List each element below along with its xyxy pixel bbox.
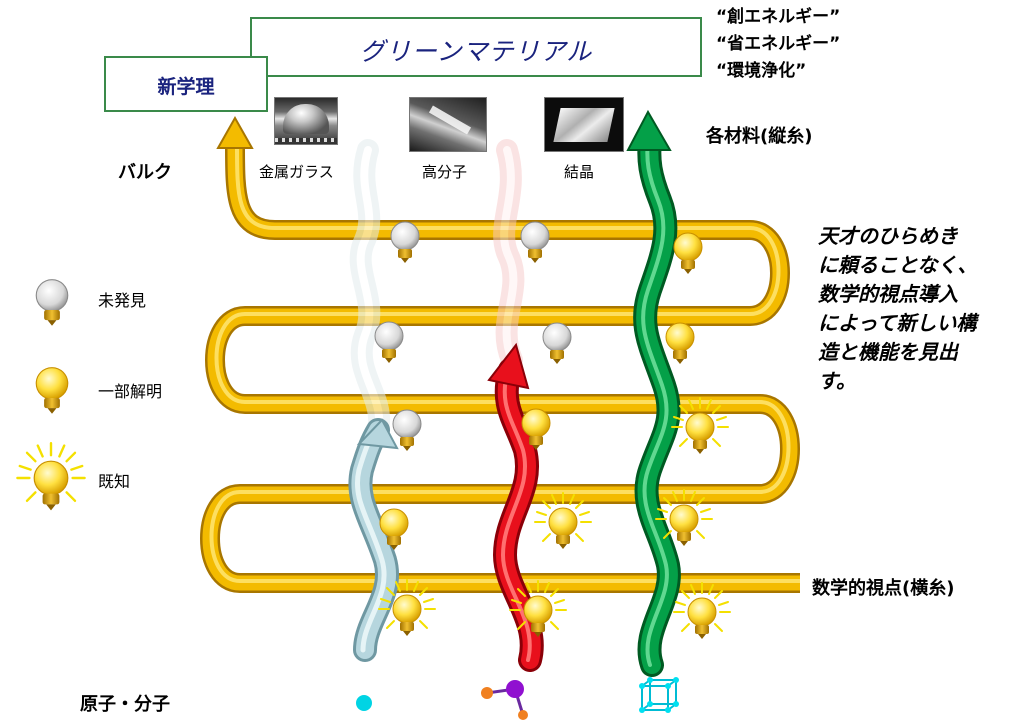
known-bulb-icon xyxy=(378,579,436,637)
legend-undiscovered-bulb-icon xyxy=(35,279,69,327)
motto-line: 天才のひらめき xyxy=(818,224,958,248)
motto-line: 数学的視点導入 xyxy=(818,282,958,306)
undiscovered-bulb-icon xyxy=(390,221,420,264)
legend-partially-solved-label: 一部解明 xyxy=(98,382,163,401)
legend-undiscovered-label: 未発見 xyxy=(98,291,147,310)
atoms-molecules-label: 原子・分子 xyxy=(80,694,170,715)
undiscovered-bulb-icon xyxy=(392,409,422,452)
legend-known-label: 既知 xyxy=(98,472,131,491)
bulk-label: バルク xyxy=(118,162,172,183)
molecule-icon xyxy=(481,680,528,720)
vertical-thread-label: 各材料(縦糸) xyxy=(706,126,813,147)
goal-energy-creation: “創エネルギー” xyxy=(716,7,841,27)
faint-thread-polymer xyxy=(493,139,525,371)
goal-energy-saving: “省エネルギー” xyxy=(716,34,841,54)
new-theory-title: 新学理 xyxy=(157,76,215,98)
motto-line: す。 xyxy=(818,369,856,393)
known-bulb-icon xyxy=(655,489,713,547)
polymer-label: 高分子 xyxy=(422,163,468,181)
undiscovered-bulb-icon xyxy=(374,321,404,364)
motto-text: 天才のひらめき に頼ることなく、 数学的視点導入 によって新しい構 造と機能を見… xyxy=(818,222,977,396)
horizontal-thread xyxy=(200,115,800,593)
motto-line: 造と機能を見出 xyxy=(818,340,958,364)
partially-solved-bulb-icon xyxy=(673,232,703,275)
thread-crystal[interactable] xyxy=(626,109,681,677)
metallic-glass-photo xyxy=(274,97,338,145)
new-theory-box: 新学理 xyxy=(104,56,268,112)
undiscovered-bulb-icon xyxy=(520,221,550,264)
crystal-lattice-icon xyxy=(639,677,679,713)
atom-icon xyxy=(356,695,372,711)
polymer-photo xyxy=(409,97,487,152)
legend-partially-solved-bulb-icon xyxy=(35,367,69,415)
known-bulb-icon xyxy=(673,582,731,640)
goal-environment-cleanup: “環境浄化” xyxy=(716,61,807,81)
green-material-title: グリーンマテリアル xyxy=(359,37,593,66)
partially-solved-bulb-icon xyxy=(665,322,695,365)
green-material-box: グリーンマテリアル xyxy=(250,17,702,77)
legend-bulbs xyxy=(16,279,86,512)
legend-known-bulb-icon xyxy=(16,442,86,512)
thread-polymer[interactable] xyxy=(487,342,544,672)
horizontal-thread-label: 数学的視点(横糸) xyxy=(812,578,955,599)
crystal-label: 結晶 xyxy=(564,163,595,181)
thread-metallic-glass[interactable] xyxy=(348,418,399,662)
motto-line: に頼ることなく、 xyxy=(818,253,978,277)
known-bulb-icon xyxy=(509,580,567,638)
undiscovered-bulb-icon xyxy=(542,322,572,365)
faint-thread-metallic-glass xyxy=(349,139,391,451)
motto-line: によって新しい構 xyxy=(818,311,977,335)
crystal-photo xyxy=(544,97,624,152)
known-bulb-icon xyxy=(534,492,592,550)
metallic-glass-label: 金属ガラス xyxy=(259,163,334,181)
known-bulb-icon xyxy=(671,397,729,455)
